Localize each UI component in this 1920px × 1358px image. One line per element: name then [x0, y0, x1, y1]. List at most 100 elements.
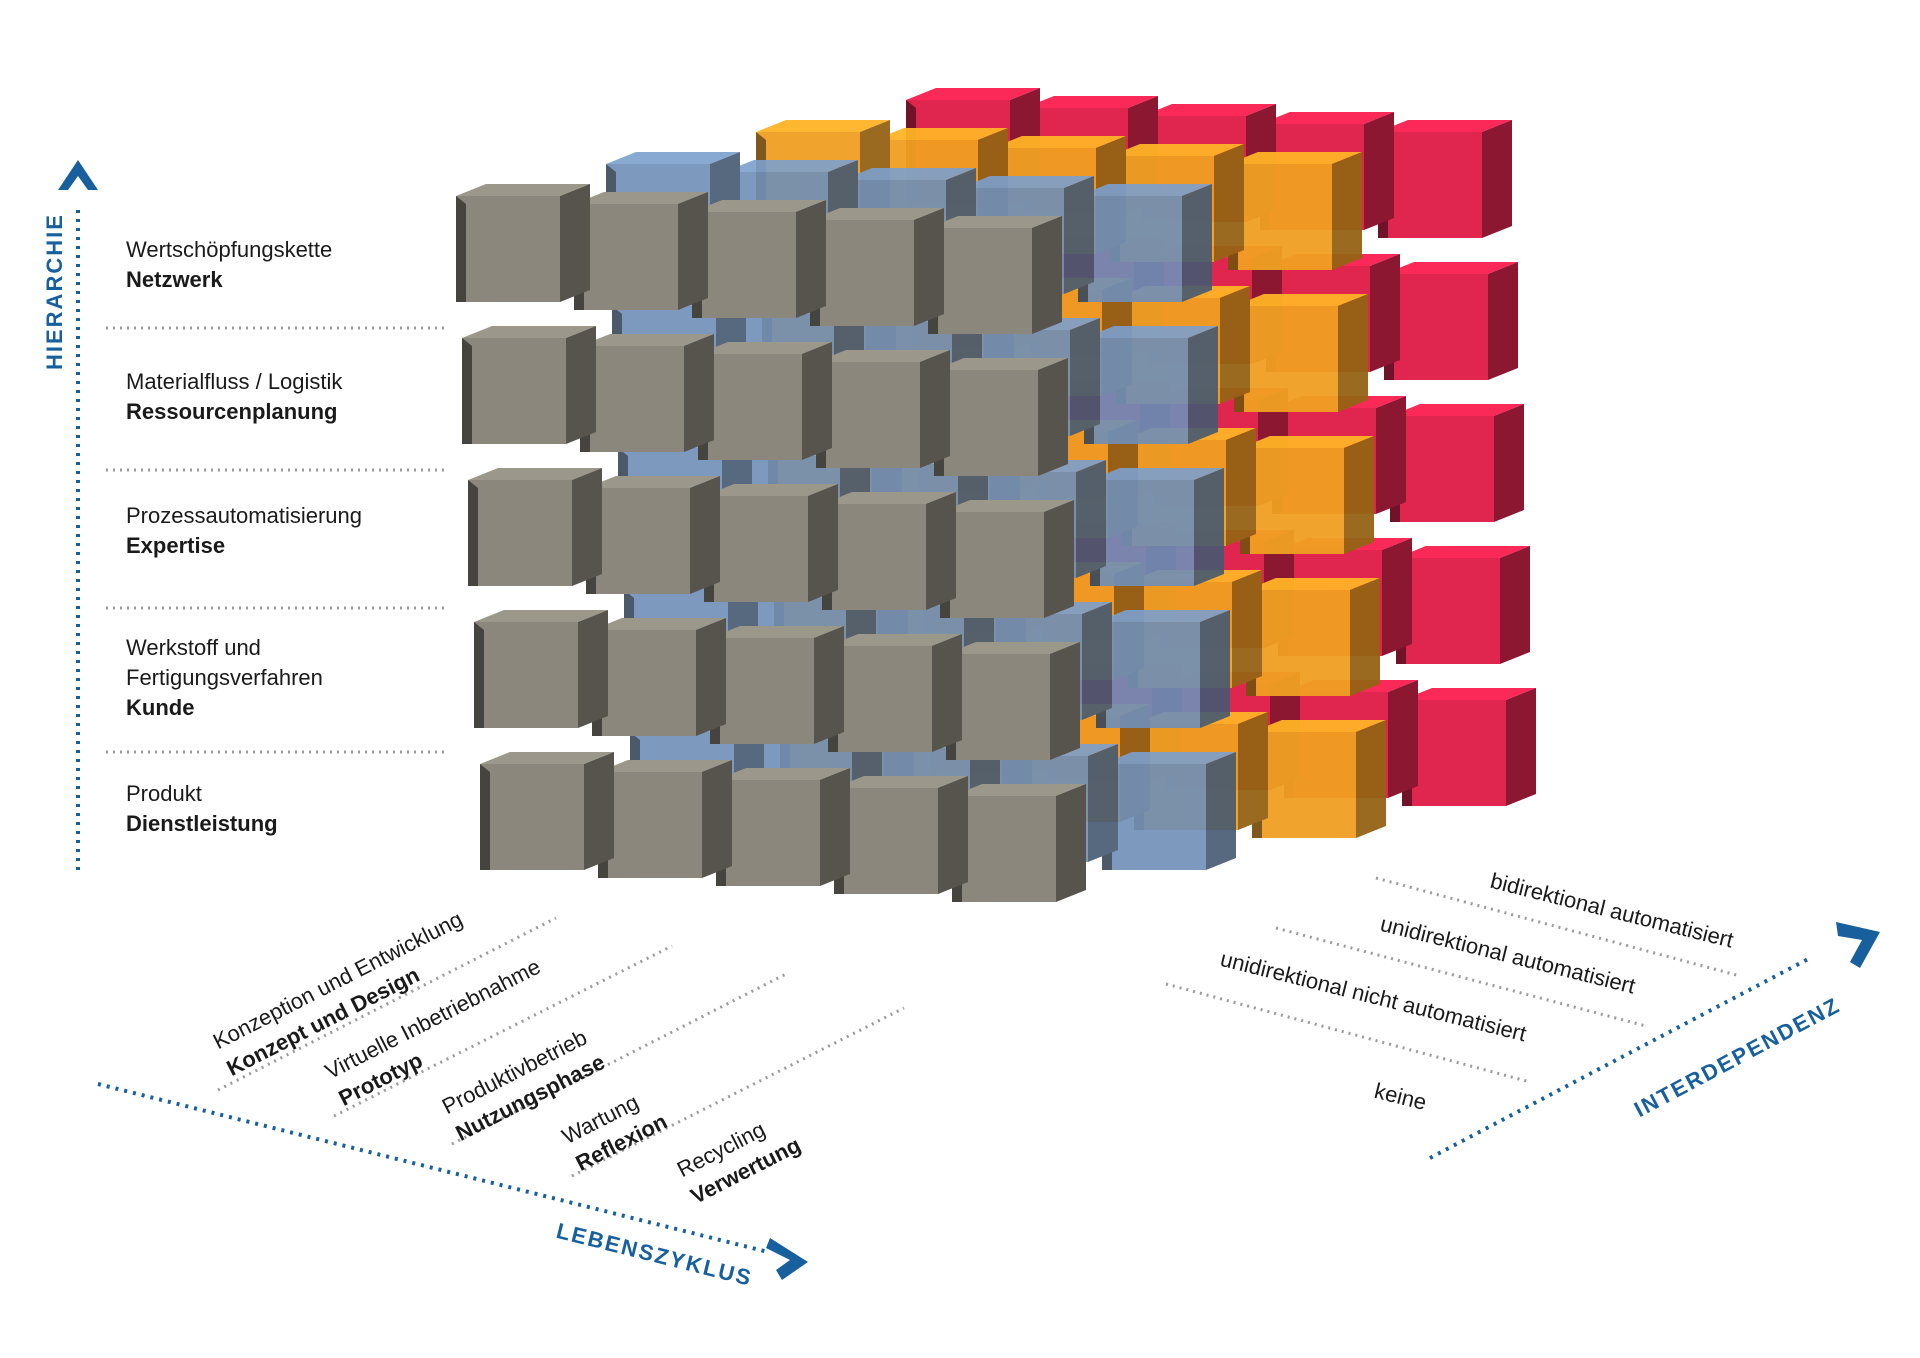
cube	[456, 184, 590, 302]
cube-front-face	[1384, 274, 1488, 380]
cube-top-face	[474, 610, 608, 622]
cube-side-face	[584, 752, 614, 870]
cube-side-face	[808, 484, 838, 602]
cube-top-face	[1378, 120, 1512, 132]
cube-side-face	[796, 200, 826, 318]
cube-front-face	[834, 788, 938, 894]
cube-top-face	[992, 136, 1126, 148]
cube-side-face	[1182, 184, 1212, 302]
cube-top-face	[592, 618, 726, 630]
cube-front-face	[716, 780, 820, 886]
cube-side-face	[1064, 176, 1094, 294]
cube	[1078, 184, 1212, 302]
cube-front-face	[940, 512, 1044, 618]
cube-side-face	[1482, 120, 1512, 238]
cube	[598, 760, 732, 878]
cube	[710, 626, 844, 744]
cube-top-face	[1252, 720, 1386, 732]
cube-side-face	[1200, 610, 1230, 728]
cube-side-face	[1488, 262, 1518, 380]
cube-front-face	[1378, 132, 1482, 238]
cube-side-face	[1376, 396, 1406, 514]
cube	[834, 776, 968, 894]
cube	[698, 342, 832, 460]
cube-side-face	[1350, 578, 1380, 696]
cube-top-face	[716, 768, 850, 780]
cube-side-face	[1076, 460, 1106, 578]
hierarchy-item-line1: Prozessautomatisierung	[126, 503, 363, 528]
cube-front-face	[816, 362, 920, 468]
cube-side-face	[702, 760, 732, 878]
cube-top-face	[946, 642, 1080, 654]
cube-side-face	[1238, 712, 1268, 830]
cube-top-face	[822, 492, 956, 504]
cube-side-face	[678, 192, 708, 310]
hierarchy-item-ressourcenplanung: Materialfluss / Logistik Ressourcenplanu…	[126, 367, 342, 427]
cube-top-face	[756, 120, 890, 132]
hierarchy-item-line1: Werkstoff und	[126, 635, 261, 660]
cube-top-face	[928, 216, 1062, 228]
cube	[1102, 752, 1236, 870]
cube-top-face	[1240, 436, 1374, 448]
cube-top-face	[692, 200, 826, 212]
cube	[704, 484, 838, 602]
cube-side-face	[560, 184, 590, 302]
cube-side-face	[1032, 216, 1062, 334]
cube-front-face	[1246, 590, 1350, 696]
cube	[928, 216, 1062, 334]
cube-side-face	[1206, 752, 1236, 870]
cube-shadow	[474, 622, 484, 728]
cube	[586, 476, 720, 594]
cube	[574, 192, 708, 310]
cube-side-face	[926, 492, 956, 610]
cube-side-face	[1188, 326, 1218, 444]
cube-top-face	[1228, 152, 1362, 164]
cube-front-face	[1228, 164, 1332, 270]
hierarchy-item-line1b: Fertigungsverfahren	[126, 665, 323, 690]
cube-top-face	[698, 342, 832, 354]
hierarchy-item-line2: Expertise	[126, 533, 226, 558]
cube-front-face	[928, 228, 1032, 334]
cube-front-face	[828, 646, 932, 752]
cube-side-face	[572, 468, 602, 586]
cube-side-face	[684, 334, 714, 452]
cube	[940, 500, 1074, 618]
cube-top-face	[704, 484, 838, 496]
cube-side-face	[1338, 294, 1368, 412]
cube-side-face	[1388, 680, 1418, 798]
interdependence-separator	[1275, 926, 1647, 1028]
cube-front-face	[692, 212, 796, 318]
cube-front-face	[710, 638, 814, 744]
cube-front-face	[1396, 558, 1500, 664]
cube-front-face	[1078, 196, 1182, 302]
cube	[828, 634, 962, 752]
cube-top-face	[580, 334, 714, 346]
hierarchy-item-line2: Netzwerk	[126, 267, 223, 292]
cube-top-face	[1024, 96, 1158, 108]
cube-shadow	[468, 480, 478, 586]
cube-top-face	[1234, 294, 1368, 306]
cube-front-face	[1252, 732, 1356, 838]
gray-cube-layer	[456, 184, 1086, 902]
lifecycle-arrow-icon	[766, 1238, 808, 1280]
cube-side-face	[1332, 152, 1362, 270]
cube	[1234, 294, 1368, 412]
cube-shadow	[462, 338, 472, 444]
cube	[816, 350, 950, 468]
cube-front-face	[1102, 764, 1206, 870]
cube-side-face	[1232, 570, 1262, 688]
cube-side-face	[802, 342, 832, 460]
cube-side-face	[1194, 468, 1224, 586]
hierarchy-item-line1: Materialfluss / Logistik	[126, 369, 343, 394]
cube	[1084, 326, 1218, 444]
cube-top-face	[1110, 144, 1244, 156]
cube-front-face	[592, 630, 696, 736]
cube-side-face	[1050, 642, 1080, 760]
cube-front-face	[480, 764, 584, 870]
cube	[468, 468, 602, 586]
cube-top-face	[468, 468, 602, 480]
cube	[1402, 688, 1536, 806]
cube-top-face	[1090, 468, 1224, 480]
cube-side-face	[578, 610, 608, 728]
cube-top-face	[906, 88, 1040, 100]
